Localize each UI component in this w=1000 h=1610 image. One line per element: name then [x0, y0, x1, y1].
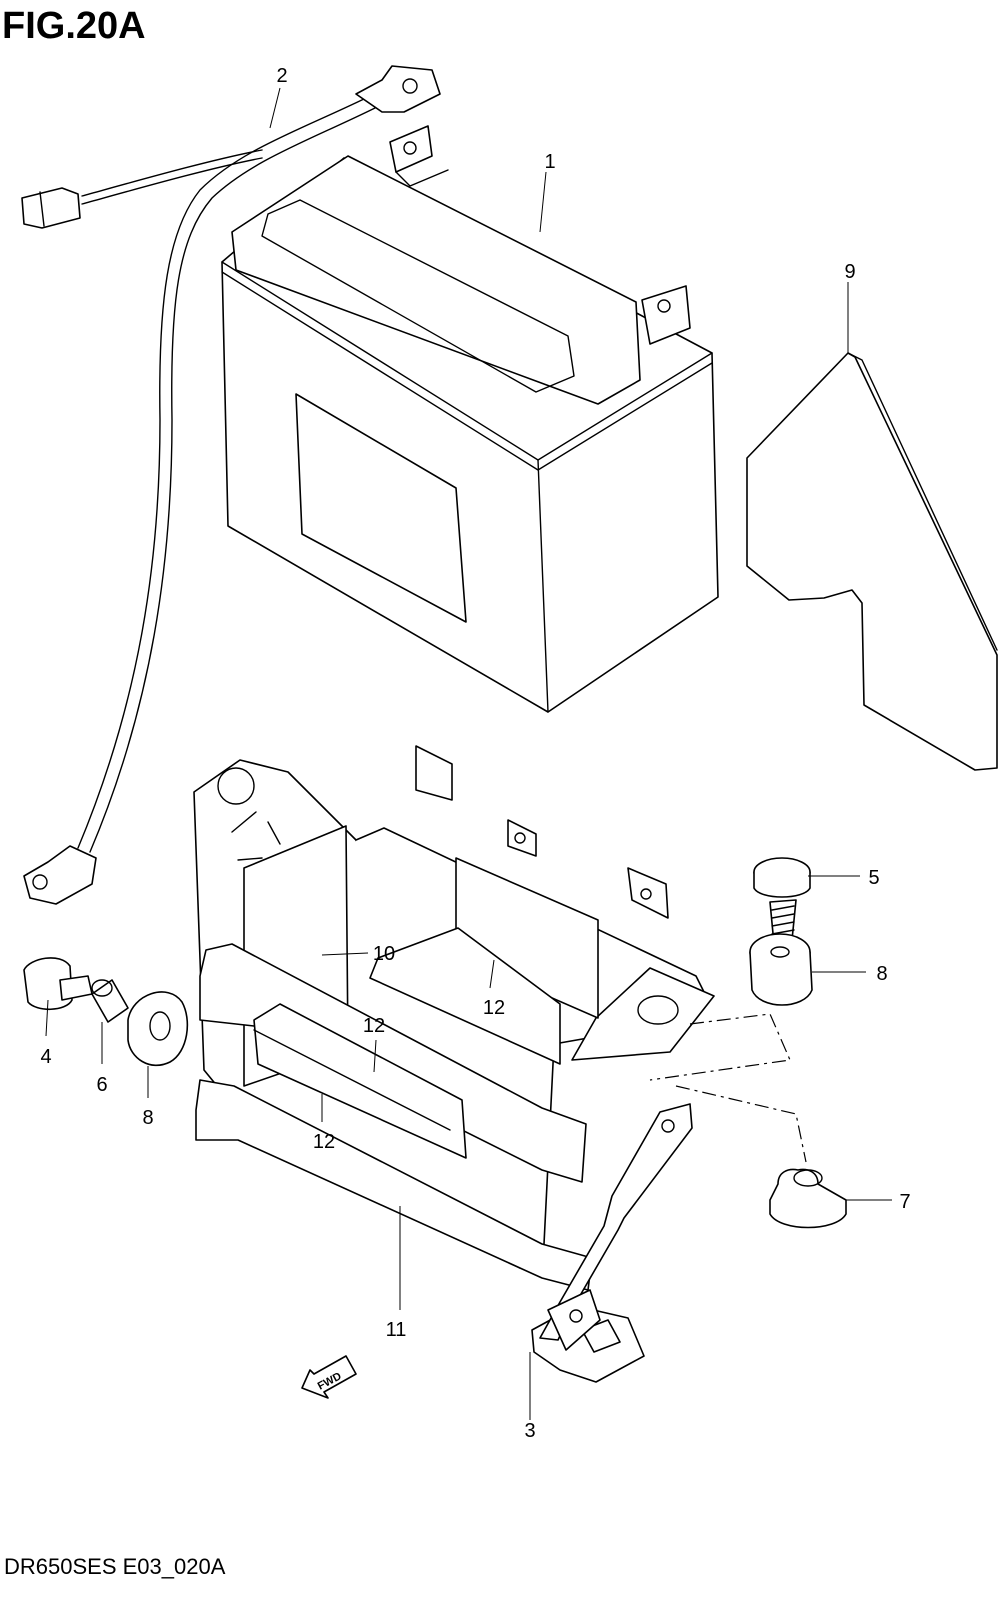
callout-11: 11: [386, 1319, 407, 1341]
callout-8-right: 8: [876, 963, 887, 985]
callout-10: 10: [373, 943, 395, 965]
callout-5: 5: [868, 867, 879, 889]
callout-2: 2: [276, 65, 287, 87]
callout-3: 3: [524, 1420, 535, 1442]
callout-1: 1: [544, 151, 555, 173]
assembly-lines: [649, 1013, 807, 1163]
callout-12-c: 12: [313, 1131, 335, 1153]
leader-lines: [45, 87, 892, 1420]
fwd-arrow-icon: FWD: [301, 1355, 357, 1399]
collar: [91, 979, 129, 1023]
mounting-bracket: [539, 1103, 693, 1351]
bolt-small: [23, 957, 93, 1011]
callout-7: 7: [899, 1191, 910, 1213]
battery: [221, 125, 719, 713]
callout-12-a: 12: [483, 997, 505, 1019]
callout-12-b: 12: [363, 1015, 385, 1037]
callout-4: 4: [40, 1046, 51, 1068]
figure-title: FIG.20A: [2, 5, 146, 47]
callout-6: 6: [96, 1074, 107, 1096]
nut: [769, 1168, 847, 1229]
grommet-left: [127, 991, 189, 1067]
callout-8-left: 8: [142, 1107, 153, 1129]
battery-cable: [21, 65, 441, 905]
diagram-code: DR650SES E03_020A: [4, 1554, 226, 1579]
bolt: [753, 857, 811, 945]
callout-9: 9: [844, 261, 855, 283]
battery-band: [195, 943, 593, 1291]
battery-sheet: [746, 352, 998, 771]
grommet-right: [749, 933, 813, 1006]
